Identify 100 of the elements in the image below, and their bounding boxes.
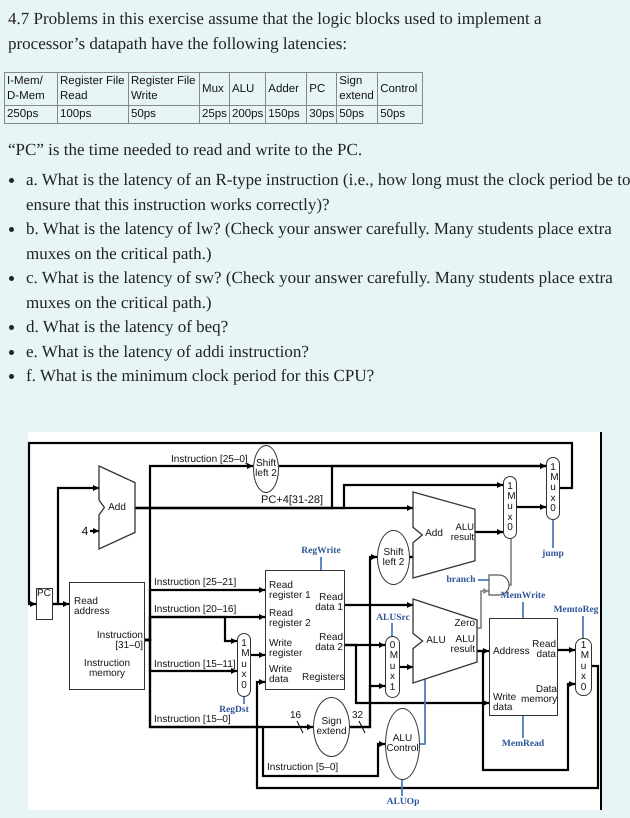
signal-name: ALUOp bbox=[386, 797, 420, 807]
wire-label: PC+4[31-28] bbox=[260, 495, 324, 506]
wire-label: Instruction [20–16] bbox=[153, 604, 238, 615]
table-value: 150ps bbox=[266, 106, 307, 124]
wire-arrow bbox=[135, 482, 503, 510]
question-item: c. What is the latency of sw? (Check your answer carefully. Many students place extra muxes on the critical path.) bbox=[26, 268, 613, 312]
table-value: 200ps bbox=[229, 106, 266, 124]
mux-shape bbox=[546, 457, 560, 520]
problem-intro: 4.7 Problems in this exercise assume that the logic blocks used to implement a processor’s datapath have the following latencies: bbox=[8, 8, 543, 55]
table-header: PC bbox=[306, 72, 337, 106]
block-label: ALU Control bbox=[386, 734, 419, 754]
wire-arrow bbox=[145, 638, 385, 778]
table-header: ALU bbox=[229, 72, 266, 106]
input-number: 1 bbox=[507, 482, 513, 492]
port-label: Data memory bbox=[521, 685, 557, 705]
wire-arrow bbox=[400, 664, 413, 670]
signal-name: RegDst bbox=[219, 704, 249, 714]
wire-arrow bbox=[28, 442, 574, 607]
port-label: Write data bbox=[269, 665, 294, 685]
mux-shape bbox=[503, 476, 517, 539]
table-header: Mux bbox=[200, 72, 230, 106]
block-label: ALU bbox=[425, 636, 447, 646]
question-item: b. What is the latency of lw? (Check your answer carefully. Many students place extra muxes on the critical path.) bbox=[26, 219, 612, 262]
block-label: Add bbox=[424, 529, 444, 539]
memory-box bbox=[489, 618, 558, 716]
table-value: 50ps bbox=[128, 106, 200, 124]
input-number: 0 bbox=[390, 641, 396, 652]
question-item: a. What is the latency of an R-type instruction (i.e., how long must the clock period be to ensure that this instruction works correctly)? bbox=[26, 170, 630, 214]
port-label: Read data bbox=[531, 640, 556, 660]
wire-label: Instruction [25–0] bbox=[170, 454, 249, 465]
mux-shape bbox=[575, 638, 592, 696]
wire-arrow bbox=[251, 652, 265, 658]
block-label: Add bbox=[108, 502, 126, 512]
signal-name: MemWrite bbox=[500, 591, 546, 601]
block-label: 4 bbox=[82, 526, 88, 536]
block-label: Sign extend bbox=[315, 717, 348, 737]
table-value: 50ps bbox=[378, 106, 423, 124]
wire-label: Instruction [15–11] bbox=[153, 659, 237, 670]
table-value: 250ps bbox=[4, 106, 58, 124]
wire-arrow bbox=[517, 504, 546, 510]
block-label: ALU result bbox=[450, 523, 474, 543]
port-label: Registers bbox=[302, 673, 344, 683]
signal-line bbox=[552, 520, 554, 548]
bus-width-label: 16 bbox=[290, 710, 302, 721]
signal-line bbox=[243, 697, 245, 704]
register-file-box bbox=[265, 570, 345, 690]
mux-shape bbox=[385, 636, 400, 698]
wire-arrow bbox=[475, 529, 503, 535]
wire-arrow bbox=[558, 647, 575, 653]
signal-line bbox=[320, 557, 322, 570]
signal-line bbox=[522, 602, 524, 618]
wire-arrow bbox=[90, 528, 99, 534]
wire-arrow bbox=[345, 602, 413, 608]
port-label: Address bbox=[493, 647, 531, 657]
wire-arrow bbox=[53, 601, 69, 607]
table-header: Control bbox=[378, 72, 423, 106]
mux-label: Mux bbox=[580, 651, 586, 683]
input-number: 0 bbox=[241, 680, 247, 691]
signal-line bbox=[420, 679, 426, 745]
block-label: Shift left 2 bbox=[382, 548, 406, 568]
signal-name: branch bbox=[446, 575, 476, 585]
input-number: 1 bbox=[241, 639, 247, 650]
alu-shape bbox=[413, 599, 477, 683]
note-text: “PC” is the time needed to read and write to the PC. bbox=[8, 139, 362, 161]
table-header: I-Mem/ D-Mem bbox=[4, 72, 58, 106]
mux-shape bbox=[237, 633, 251, 697]
port-label: Write data bbox=[493, 693, 518, 713]
signal-name: MemRead bbox=[502, 739, 544, 749]
table-header: Adder bbox=[266, 72, 307, 106]
wire-arrow bbox=[350, 554, 377, 728]
signal-line bbox=[477, 588, 489, 629]
input-number: 1 bbox=[390, 682, 396, 693]
block-label: ALU result bbox=[450, 635, 475, 655]
input-number: 1 bbox=[550, 462, 556, 473]
question-item: e. What is the latency of addi instruction? bbox=[26, 342, 309, 360]
table-value: 100ps bbox=[58, 106, 128, 124]
wire-arrow bbox=[345, 644, 489, 706]
port-label: Read data 1 bbox=[314, 593, 343, 613]
question-item: d. What is the latency of beq? bbox=[26, 317, 228, 336]
question-item: f. What is the minimum clock period for this CPU? bbox=[26, 366, 374, 385]
input-number: 0 bbox=[580, 682, 586, 693]
mux-label: Mux bbox=[507, 492, 513, 523]
port-label: Read register 1 bbox=[269, 581, 312, 601]
input-number: 0 bbox=[507, 523, 513, 534]
port-label: Read data 2 bbox=[314, 633, 343, 653]
signal-line bbox=[478, 579, 489, 581]
mux-label: Mux bbox=[390, 651, 396, 683]
wire-label: Instruction [5–0] bbox=[266, 762, 340, 773]
input-number: 1 bbox=[580, 641, 586, 652]
block-label: Shift left 2 bbox=[254, 459, 278, 479]
adder-shape bbox=[99, 466, 135, 549]
register-box bbox=[36, 588, 53, 620]
table-value: 30ps bbox=[306, 106, 337, 124]
block-label: Zero bbox=[453, 619, 475, 629]
wire-label: Instruction [15–0] bbox=[153, 714, 231, 725]
signal-name: MemtoReg bbox=[554, 605, 598, 615]
table-header: Register File Read bbox=[58, 72, 128, 106]
wire-arrow bbox=[279, 463, 546, 469]
signal-line bbox=[582, 616, 584, 638]
signal-line bbox=[522, 716, 524, 738]
